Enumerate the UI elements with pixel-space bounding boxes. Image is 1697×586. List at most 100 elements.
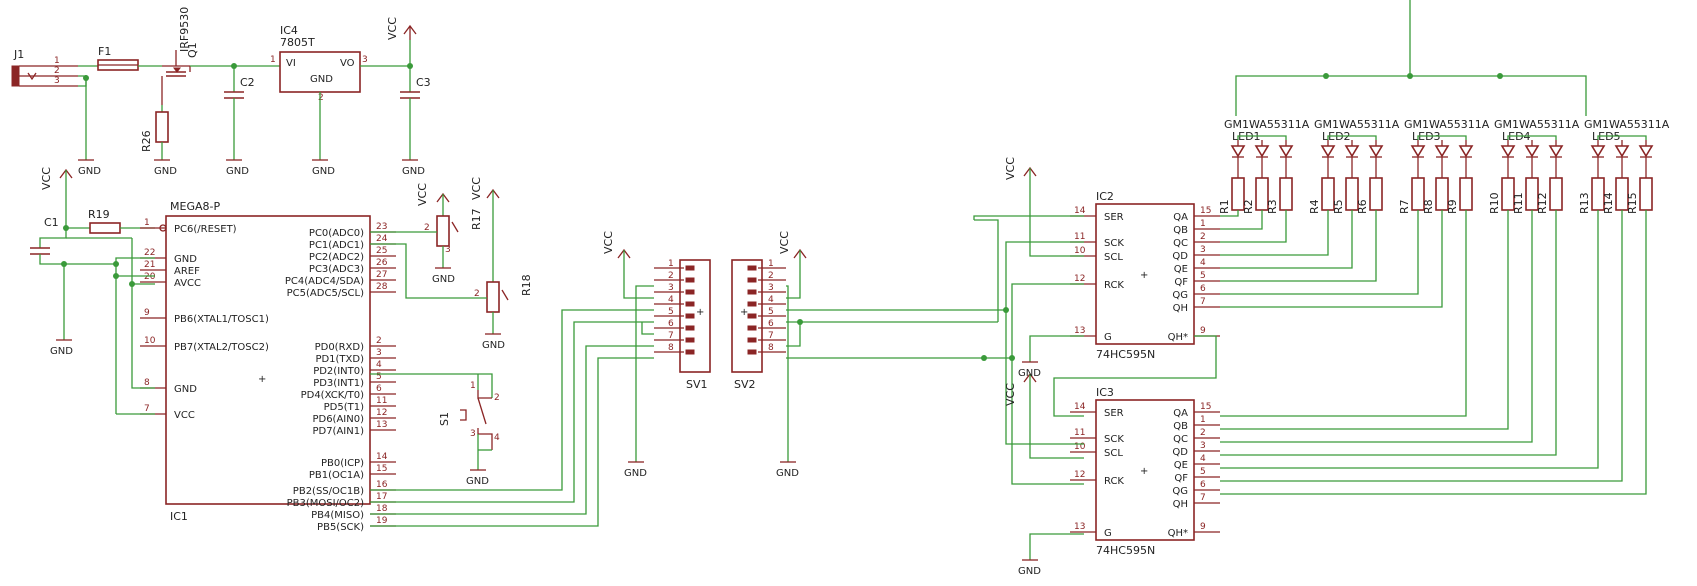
sr-pin-number: 13 xyxy=(1074,326,1085,336)
sr-pin-label: QD xyxy=(1172,251,1188,262)
svg-text:3: 3 xyxy=(470,429,476,439)
sr-pin-label: QC xyxy=(1173,434,1188,445)
header-pin-number: 6 xyxy=(768,319,774,329)
led-part: GM1WA55311A xyxy=(1494,118,1580,131)
resistor-label: R3 xyxy=(1266,199,1279,214)
svg-text:7805T: 7805T xyxy=(280,36,315,49)
sr-pin-label: QG xyxy=(1172,290,1188,301)
mcu-pin-number: 9 xyxy=(144,308,150,318)
mcu-pin-label: PC0(ADC0) xyxy=(309,228,364,239)
header-pin-number: 7 xyxy=(768,331,774,341)
resistor-body xyxy=(1279,177,1293,211)
resistor-label: R4 xyxy=(1308,199,1321,214)
led-diode xyxy=(1638,145,1654,158)
led-diode xyxy=(1320,145,1336,158)
sr-pin-label: QH* xyxy=(1168,332,1188,343)
led-diode xyxy=(1614,145,1630,158)
mcu-pin-label: PB0(ICP) xyxy=(321,458,364,469)
resistor-label: R15 xyxy=(1626,192,1639,214)
svg-text:1: 1 xyxy=(470,381,476,391)
resistor-label: R9 xyxy=(1446,199,1459,214)
svg-text:2: 2 xyxy=(494,393,500,403)
header-pin-contact xyxy=(685,265,695,271)
sr-pin-label: QB xyxy=(1173,225,1188,236)
sr-pin-label: QC xyxy=(1173,238,1188,249)
svg-text:VCC: VCC xyxy=(470,177,483,200)
mcu-pin-label: PD4(XCK/T0) xyxy=(301,390,364,401)
shift-register-part: 74HC595N xyxy=(1096,544,1155,557)
mcu-pin-number: 2 xyxy=(376,336,382,346)
sr-pin-number: 9 xyxy=(1200,522,1206,532)
sr-pin-number: 6 xyxy=(1200,480,1206,490)
sr-pin-number: 12 xyxy=(1074,274,1085,284)
sr-pin-number: 14 xyxy=(1074,206,1086,216)
gnd-symbols-top: GND GND GND GND GND xyxy=(78,159,425,177)
svg-text:GND: GND xyxy=(312,166,335,177)
svg-text:GND: GND xyxy=(50,346,73,357)
svg-text:GND: GND xyxy=(402,166,425,177)
shift-register-part: 74HC595N xyxy=(1096,348,1155,361)
sr-pin-label: G xyxy=(1104,528,1112,539)
sr-pin-number: 13 xyxy=(1074,522,1085,532)
led-resistor-r11: R11 xyxy=(1220,177,1539,443)
resistor-body xyxy=(1549,177,1563,211)
led-part: GM1WA55311A xyxy=(1314,118,1400,131)
sr-pin-number: 4 xyxy=(1200,258,1206,268)
connector-j1-body xyxy=(11,65,20,87)
svg-text:VCC: VCC xyxy=(416,183,429,206)
sr-pin-number: 5 xyxy=(1200,467,1206,477)
led-section: GM1WA55311ALED1GM1WA55311ALED2GM1WA55311… xyxy=(1218,118,1670,495)
resistor-label: R11 xyxy=(1512,192,1525,214)
svg-text:1: 1 xyxy=(270,55,276,65)
header-pin-contact xyxy=(747,325,757,331)
header-pin-number: 3 xyxy=(768,283,774,293)
sr-pin-number: 12 xyxy=(1074,470,1085,480)
mcu-pin-label: PD6(AIN0) xyxy=(312,414,364,425)
header-pin-contact xyxy=(747,349,757,355)
sr-pin-number: 2 xyxy=(1200,428,1206,438)
svg-text:SV1: SV1 xyxy=(686,378,708,391)
svg-text:GND: GND xyxy=(1018,566,1041,577)
mcu-pin-number: 1 xyxy=(144,218,150,228)
svg-text:2: 2 xyxy=(424,223,430,233)
power-input-section: J1 1 2 3 F1 IRF9530 Q1 R xyxy=(11,7,431,160)
mosfet-q1: IRF9530 Q1 xyxy=(161,7,199,105)
mcu-pin-number: 13 xyxy=(376,420,387,430)
mcu-pin-number: 10 xyxy=(144,336,156,346)
mcu-pin-number: 22 xyxy=(144,248,155,258)
svg-text:VO: VO xyxy=(340,58,355,69)
sr-pin-label: RCK xyxy=(1104,280,1124,291)
svg-text:C3: C3 xyxy=(416,76,431,89)
sr-pin-number: 9 xyxy=(1200,326,1206,336)
shift-register-wiring: VCC VCC GND GND xyxy=(973,157,1217,577)
led-resistor-r9: R9 xyxy=(1220,177,1473,417)
led-resistor-r10: R10 xyxy=(1220,177,1515,430)
mcu-pin-label: VCC xyxy=(174,410,195,421)
connector-j1-label: J1 xyxy=(13,48,24,61)
sr-pin-label: SCK xyxy=(1104,434,1124,445)
sr-pin-number: 5 xyxy=(1200,271,1206,281)
mcu-pin-label: PB4(MISO) xyxy=(311,510,364,521)
svg-text:3: 3 xyxy=(362,55,368,65)
sr-pin-label: QD xyxy=(1172,447,1188,458)
mcu-ic1 xyxy=(165,215,371,505)
svg-text:+: + xyxy=(696,307,704,318)
mcu-pin-number: 16 xyxy=(376,480,388,490)
svg-text:GND: GND xyxy=(154,166,177,177)
mcu-pin-number: 15 xyxy=(376,464,387,474)
resistor-label: R6 xyxy=(1356,199,1369,214)
header-pin-number: 8 xyxy=(668,343,674,353)
header-pin-contact xyxy=(747,313,757,319)
sr-pin-label: QG xyxy=(1172,486,1188,497)
led-resistor-r8: R8 xyxy=(1220,177,1449,308)
header-pin-contact xyxy=(747,289,757,295)
led-part: GM1WA55311A xyxy=(1584,118,1670,131)
mcu-pin-number: 6 xyxy=(376,384,382,394)
header-pin-contact xyxy=(685,337,695,343)
resistor-label: R2 xyxy=(1242,199,1255,214)
sr-pin-label: SCL xyxy=(1104,252,1123,263)
svg-text:GND: GND xyxy=(432,274,455,285)
mcu-pin-number: 19 xyxy=(376,516,388,526)
